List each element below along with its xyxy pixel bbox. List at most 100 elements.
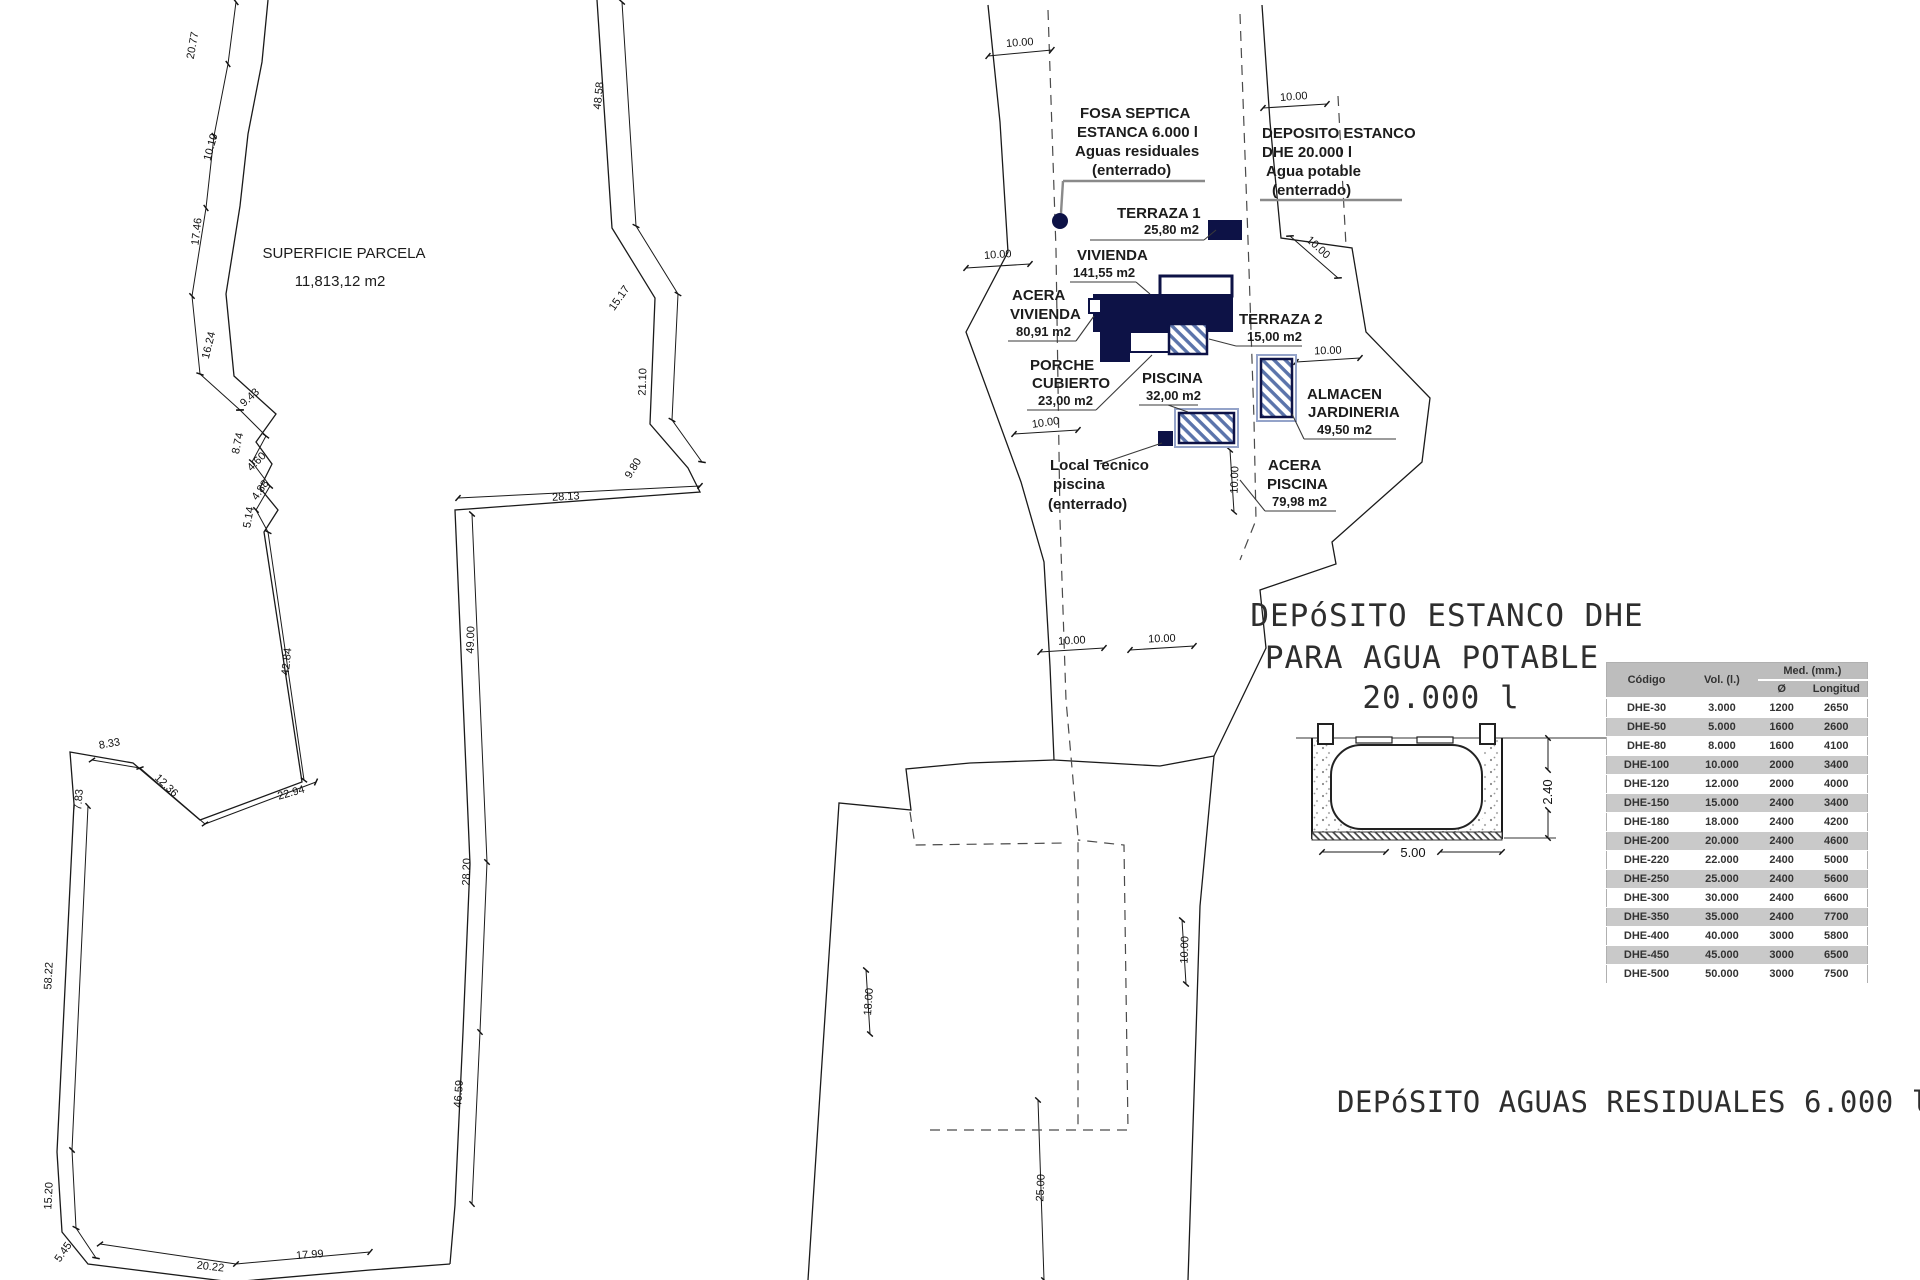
porche-area: 23,00 m2 [1038,393,1093,408]
table-cell: 18.000 [1686,812,1758,832]
table-cell: DHE-100 [1606,755,1687,775]
table-cell: DHE-50 [1606,717,1687,737]
acera-piscina-area: 79,98 m2 [1272,494,1327,509]
fosa-septica-marker [1052,213,1068,229]
dimension-label: 25.00 [1034,1174,1047,1202]
acera-vivienda-area: 80,91 m2 [1016,324,1071,339]
tank-strap-right [1416,736,1454,744]
terraza2-leader [1208,338,1237,347]
table-cell: 35.000 [1686,907,1758,927]
dimension-label: 28.20 [461,858,474,886]
riser-right [1479,723,1496,745]
dimension-label: 15.17 [607,284,633,313]
local-tecnico-label-2: piscina [1053,476,1105,493]
parcel-survey: SUPERFICIE PARCELA 11,813,12 m2 20.77 10… [42,0,706,1280]
table-cell: 2600 [1805,717,1868,737]
dimension-label: 17.99 [296,1248,324,1262]
plan-boundary-top-edge-right [1053,755,1215,767]
pool-deck-outline [1174,408,1239,448]
dim-chain-right-edge [468,510,491,1208]
dimension-label: 9.43 [238,386,262,409]
table-cell: 5000 [1805,850,1868,870]
terraza2-area: 15,00 m2 [1247,329,1302,344]
plan-dimline [1178,916,1190,988]
piscina-label: PISCINA [1142,370,1203,387]
table-cell: 6600 [1805,888,1868,908]
terraza1-leader [1203,229,1217,241]
setback-dashed-left [1047,9,1079,1130]
local-tecnico-label-1: Local Tecnico [1050,457,1149,474]
setback-dashed-right [1239,13,1257,561]
gravel-right [1484,740,1501,830]
dimension-label: 20.22 [196,1259,225,1274]
acera-piscina-label-1: ACERA [1268,457,1322,474]
dim-chain-neck [454,482,704,502]
dim-chain-zigzag [236,409,308,783]
table-cell: 2650 [1805,698,1868,718]
dimension-label: 8.33 [98,736,121,752]
dim-chain-top-left [188,0,244,411]
almacen-area: 49,50 m2 [1317,422,1372,437]
table-cell: 1600 [1757,717,1806,737]
dimension-label: 28.13 [552,490,580,503]
dimension-label: 16.24 [200,330,218,360]
fosa-label-4: (enterrado) [1092,162,1171,179]
table-cell: DHE-80 [1606,736,1687,756]
table-cell: 2400 [1757,888,1806,908]
table-cell: 40.000 [1686,926,1758,946]
dimension-label: 8.74 [230,432,246,455]
tank-height-dim: 2.40 [1540,779,1555,804]
plan-dimline [862,966,874,1038]
almacen-outline [1256,354,1297,422]
local-tecnico-leader [1099,442,1163,465]
terraza2-hatched-area [1167,322,1209,356]
plan-dimline [985,46,1055,60]
dimension-label: 10.00 [1314,345,1342,358]
table-cell: 3000 [1757,964,1806,984]
dimension-label: 10.00 [1304,234,1332,261]
col-header-diametro: Ø [1757,680,1806,699]
table-cell: 4000 [1805,774,1868,794]
dimension-label: 5.14 [241,506,257,529]
porche-label-2: CUBIERTO [1032,375,1110,392]
table-cell: 8.000 [1686,736,1758,756]
dimension-label: 10.00 [1006,36,1034,50]
plan-dimline [1286,235,1342,279]
plan-boundary-bottom-left [807,762,971,1280]
table-cell: DHE-350 [1606,907,1687,927]
table-cell: DHE-30 [1606,698,1687,718]
col-header-longitud: Longitud [1805,680,1868,699]
base-slab [1311,831,1503,841]
dimension-label: 18.00 [862,988,876,1016]
dimension-label: 9.80 [623,456,645,481]
terraza2-label: TERRAZA 2 [1239,311,1323,328]
table-cell: 50.000 [1686,964,1758,984]
terrace-outline [1158,274,1234,298]
table-cell: 2000 [1757,755,1806,775]
table-cell: DHE-300 [1606,888,1687,908]
dimension-label: 10.00 [1148,633,1176,646]
table-cell: 2400 [1757,850,1806,870]
vivienda-label: VIVIENDA [1077,247,1148,264]
table-cell: 5600 [1805,869,1868,889]
gravel-left [1313,740,1330,830]
dimension-label: 20.77 [185,31,202,60]
deposito-label-4: (enterrado) [1272,182,1351,199]
table-cell: DHE-500 [1606,964,1687,984]
plan-dimline [1126,642,1198,654]
table-cell: 1600 [1757,736,1806,756]
pool-footprint [1177,411,1236,445]
porch-block [1100,332,1130,362]
